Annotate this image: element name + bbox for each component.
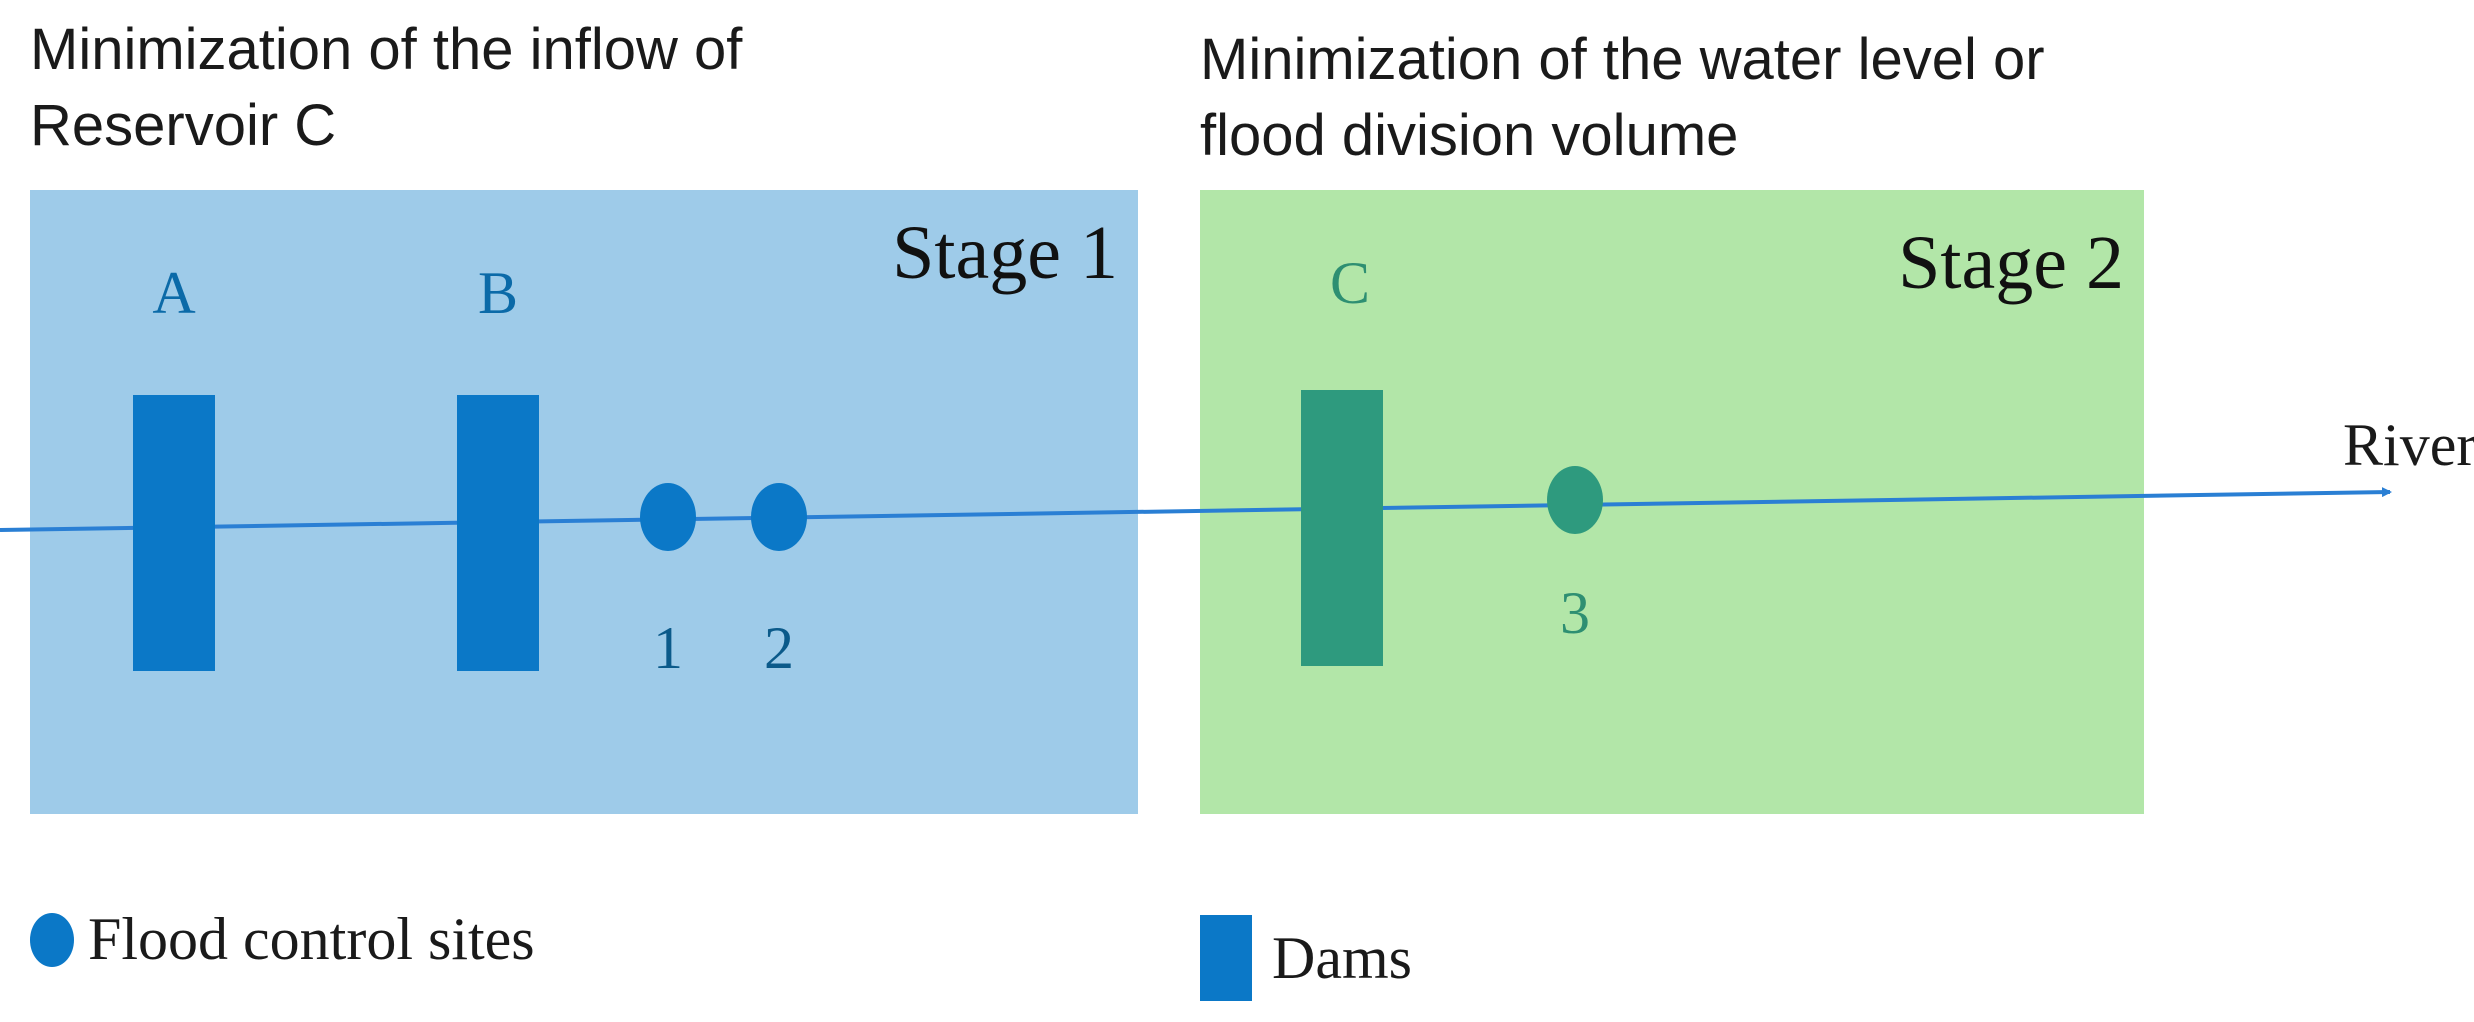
stage1-caption: Minimization of the inflow of Reservoir … [30, 17, 743, 158]
dam-b-label: B [478, 260, 518, 326]
flood-site-3: 3 [1547, 466, 1603, 646]
flood-site-1-marker [640, 483, 696, 551]
dam-b: B [457, 260, 539, 671]
legend-flood-control-sites: Flood control sites [30, 905, 535, 974]
legend-sites-label: Flood control sites [88, 906, 535, 972]
flood-site-legend-icon [30, 912, 74, 967]
legend-dams: Dams [1200, 915, 1412, 1001]
legend-dams-label: Dams [1272, 924, 1412, 991]
river-label: River [2343, 412, 2474, 478]
dam-a-label: A [152, 260, 195, 326]
dam-c-bar [1301, 390, 1383, 666]
stage2-caption: Minimization of the water level or flood… [1200, 27, 2045, 168]
flood-site-1: 1 [640, 483, 696, 681]
dam-c: C [1301, 250, 1383, 666]
flood-site-3-label: 3 [1560, 580, 1590, 646]
flood-site-1-label: 1 [653, 615, 683, 681]
stage1-label: Stage 1 [892, 211, 1118, 295]
flood-site-2-label: 2 [764, 615, 794, 681]
flood-site-2: 2 [751, 483, 807, 681]
dam-c-label: C [1330, 250, 1370, 316]
stage2-label: Stage 2 [1898, 221, 2124, 305]
flood-site-2-marker [751, 483, 807, 551]
dam-b-bar [457, 395, 539, 671]
flood-site-3-marker [1547, 466, 1603, 534]
river-line [0, 487, 2392, 532]
dam-a: A [133, 260, 215, 671]
dam-a-bar [133, 395, 215, 671]
dam-legend-icon [1200, 915, 1252, 1001]
